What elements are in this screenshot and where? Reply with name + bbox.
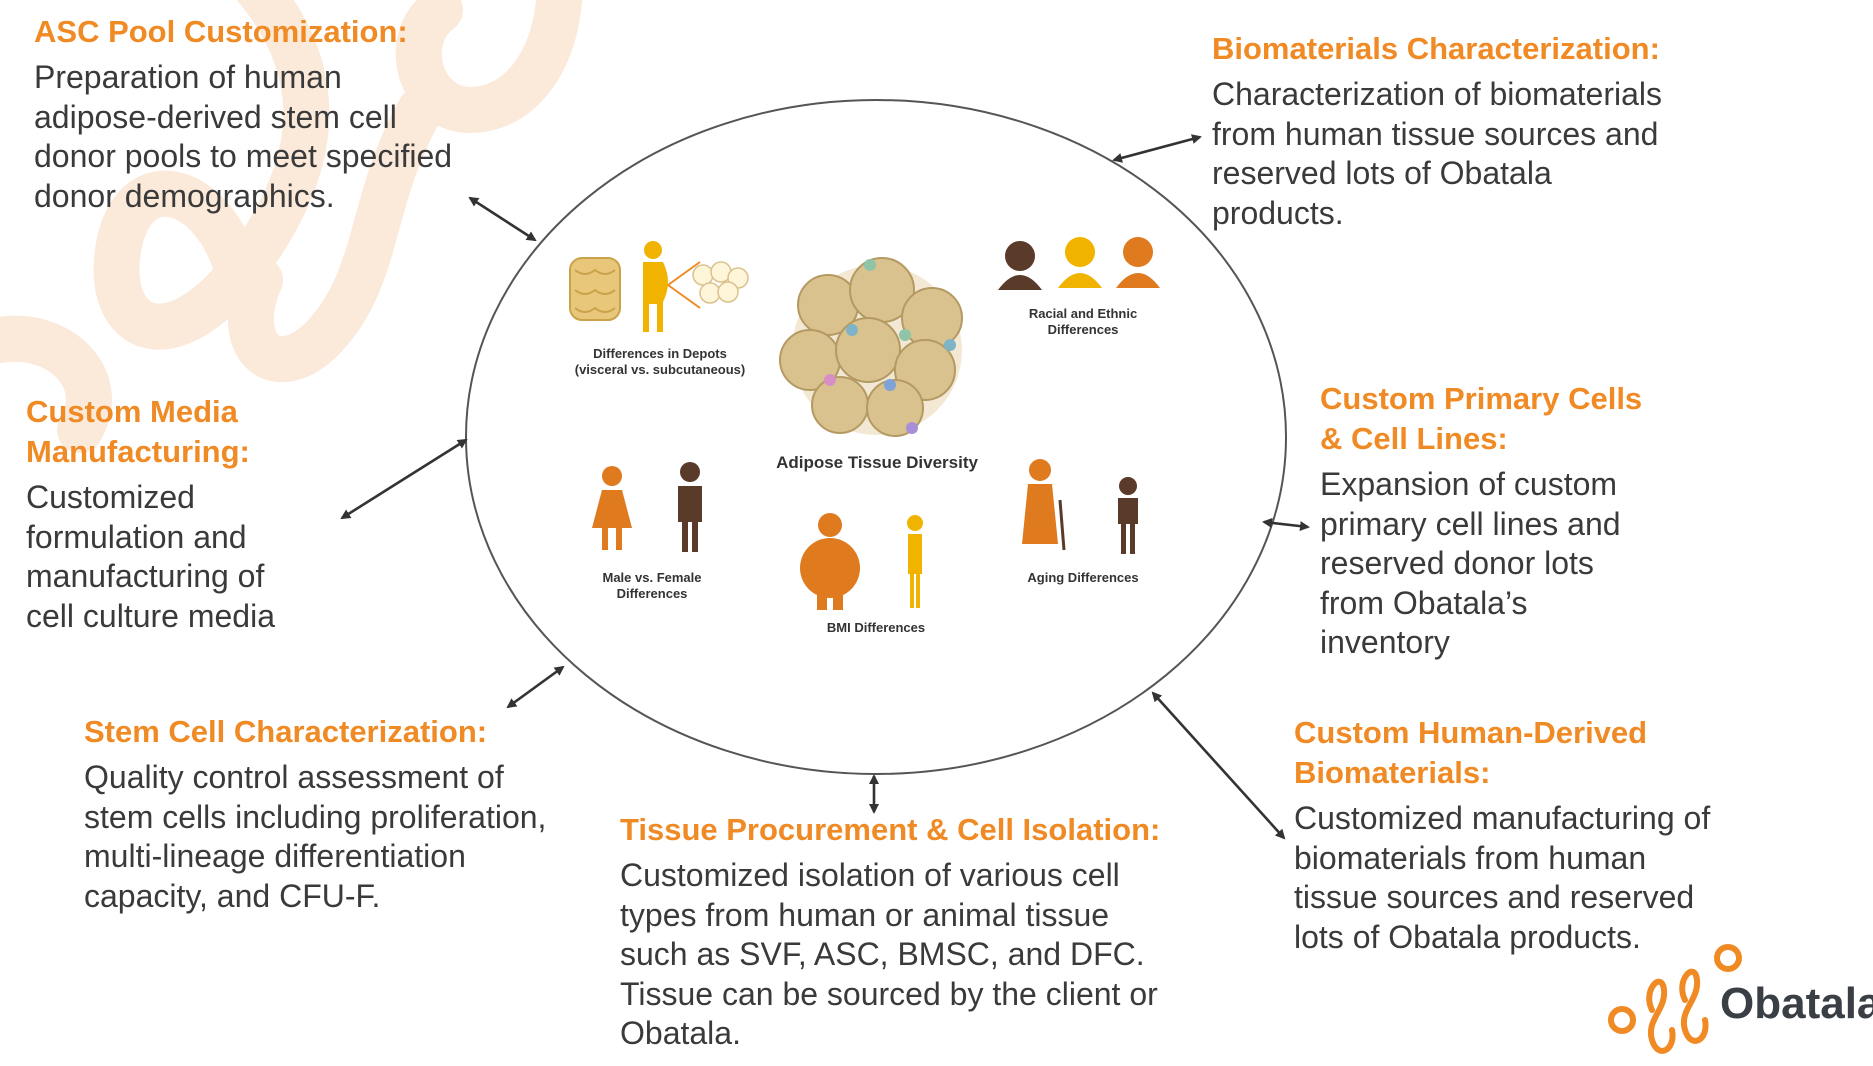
body-line: biomaterials from human (1294, 839, 1647, 876)
arrow-asc (468, 196, 537, 242)
depots-label-line1: Differences in Depots (593, 346, 727, 361)
body-line: Obatala. (620, 1015, 741, 1051)
body-line: Customized (26, 479, 195, 515)
section-asc-pool: ASC Pool Customization: Preparation of h… (34, 12, 554, 216)
aging-label: Aging Differences (1027, 570, 1138, 585)
body-line: Quality control assessment of (84, 759, 504, 795)
section-heading: ASC Pool Customization: (34, 12, 554, 52)
body-line: inventory (1320, 624, 1450, 660)
figure-title: Adipose Tissue Diversity (776, 453, 978, 472)
male-female-icon (592, 462, 702, 552)
body-line: donor demographics. (34, 177, 335, 214)
section-heading: Custom Primary Cells & Cell Lines: (1320, 379, 1760, 459)
arrow-human (1151, 691, 1286, 840)
section-heading: Tissue Procurement & Cell Isolation: (620, 810, 1240, 850)
sex-label-line2: Differences (617, 586, 688, 601)
heading-line: Manufacturing: (26, 434, 250, 469)
body-line: reserved lots of Obatala (1212, 155, 1552, 191)
body-line: capacity, and CFU-F. (84, 877, 381, 914)
depots-icon (569, 241, 749, 332)
heading-line: & Cell Lines: (1320, 421, 1508, 456)
body-line: products. (1212, 194, 1344, 231)
section-body: Customized manufacturing of biomaterials… (1294, 799, 1834, 957)
sex-label-line1: Male vs. Female (603, 570, 702, 585)
section-custom-primary-cells: Custom Primary Cells & Cell Lines: Expan… (1320, 379, 1760, 663)
section-tissue-procurement: Tissue Procurement & Cell Isolation: Cus… (620, 810, 1240, 1054)
body-line: multi-lineage differentiation (84, 838, 466, 874)
body-line: donor pools to meet specified (34, 138, 453, 174)
body-line: Tissue can be sourced by the client or (620, 975, 1158, 1012)
bmi-label: BMI Differences (827, 620, 925, 635)
body-line: Expansion of custom (1320, 466, 1618, 502)
section-heading: Custom Human-Derived Biomaterials: (1294, 713, 1834, 793)
people-diversity-icon (998, 237, 1160, 290)
heading-line: ASC Pool Customization: (34, 14, 408, 49)
body-line: tissue sources and reserved (1294, 879, 1695, 915)
heading-line: Stem Cell Characterization: (84, 714, 488, 749)
body-line: from human tissue sources and (1212, 115, 1659, 152)
section-heading: Biomaterials Characterization: (1212, 29, 1772, 69)
connector-arrows (340, 134, 1310, 840)
section-heading: Custom Media Manufacturing: (26, 392, 356, 472)
section-body: Characterization of biomaterials from hu… (1212, 75, 1772, 233)
section-stem-cell: Stem Cell Characterization: Quality cont… (84, 712, 604, 916)
body-line: primary cell lines and (1320, 505, 1621, 542)
body-line: reserved donor lots (1320, 545, 1594, 581)
heading-line: Custom Primary Cells (1320, 381, 1643, 416)
depots-label-line2: (visceral vs. subcutaneous) (575, 362, 746, 377)
arrow-primary (1262, 517, 1310, 532)
body-line: lots of Obatala products. (1294, 918, 1641, 955)
logo-text: Obatala (1720, 979, 1873, 1028)
heading-line: Biomaterials: (1294, 755, 1491, 790)
obatala-logo-icon (1608, 944, 1742, 1054)
arrow-stem (506, 665, 565, 709)
aging-icon (1022, 459, 1138, 554)
body-line: formulation and (26, 518, 247, 555)
section-heading: Stem Cell Characterization: (84, 712, 604, 752)
body-line: such as SVF, ASC, BMSC, and DFC. (620, 936, 1145, 972)
body-line: from Obatala’s (1320, 584, 1528, 621)
body-line: Characterization of biomaterials (1212, 76, 1662, 112)
body-line: cell culture media (26, 597, 275, 634)
heading-line: Tissue Procurement & Cell Isolation: (620, 812, 1161, 847)
heading-line: Biomaterials Characterization: (1212, 31, 1660, 66)
racial-label-line1: Racial and Ethnic (1029, 306, 1137, 321)
heading-line: Custom Human-Derived (1294, 715, 1648, 750)
body-line: stem cells including proliferation, (84, 798, 547, 835)
body-line: adipose-derived stem cell (34, 98, 397, 135)
section-biomaterials-characterization: Biomaterials Characterization: Character… (1212, 29, 1772, 233)
section-custom-media: Custom Media Manufacturing: Customized f… (26, 392, 356, 636)
section-body: Preparation of human adipose-derived ste… (34, 58, 554, 216)
body-line: Customized isolation of various cell (620, 857, 1120, 893)
section-body: Customized isolation of various cell typ… (620, 856, 1240, 1054)
body-line: Customized manufacturing of (1294, 800, 1711, 836)
body-line: manufacturing of (26, 558, 265, 594)
arrow-media (340, 438, 468, 520)
section-body: Expansion of custom primary cell lines a… (1320, 465, 1760, 663)
body-line: types from human or animal tissue (620, 896, 1110, 933)
section-body: Customized formulation and manufacturing… (26, 478, 356, 636)
heading-line: Custom Media (26, 394, 238, 429)
arrow-biochar (1112, 134, 1202, 163)
adipose-cluster-icon (779, 257, 963, 437)
section-custom-human-biomaterials: Custom Human-Derived Biomaterials: Custo… (1294, 713, 1834, 957)
body-line: Preparation of human (34, 59, 342, 95)
racial-label-line2: Differences (1048, 322, 1119, 337)
section-body: Quality control assessment of stem cells… (84, 758, 604, 916)
bmi-icon (800, 513, 923, 610)
center-circle (465, 99, 1287, 775)
